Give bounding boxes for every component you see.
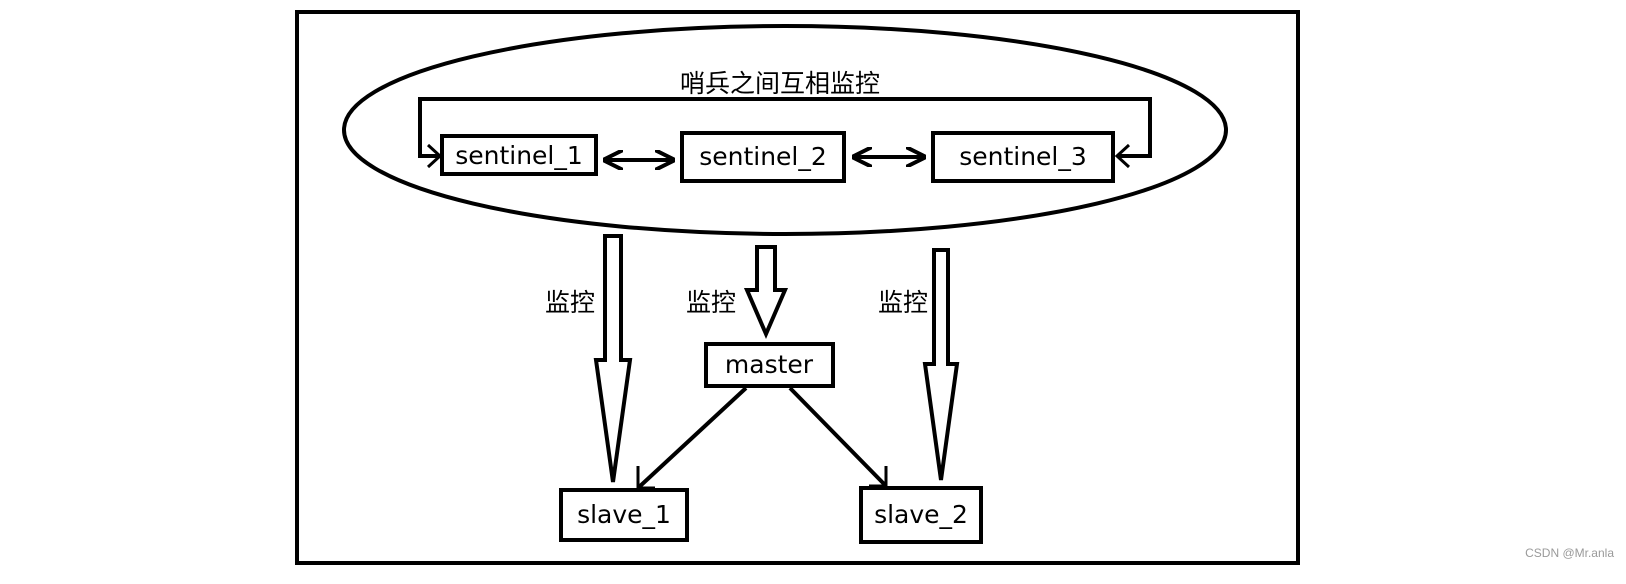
sentinel-1-box: [440, 134, 598, 176]
sentinel-2-box: [680, 131, 846, 183]
sentinel-3-box: [931, 131, 1115, 183]
master-box: [704, 342, 835, 388]
master-to-slave-1-line: [636, 386, 748, 490]
sentinel-loop-connector: [418, 97, 1152, 158]
csdn-watermark: CSDN @Mr.anla: [1525, 546, 1614, 560]
monitor-label-left: 监控: [545, 288, 595, 317]
slave-1-box: [559, 488, 689, 542]
slave-2-box: [859, 486, 983, 544]
monitor-arrow-right: [922, 248, 960, 481]
outer-frame: [295, 10, 1300, 565]
sentinel-group-label: 哨兵之间互相监控: [680, 69, 880, 98]
master-label: master: [725, 350, 814, 379]
monitor-label-right: 监控: [878, 288, 928, 317]
master-to-slave-2-line: [788, 386, 888, 488]
sentinel-2-label: sentinel_2: [699, 142, 827, 171]
monitor-arrow-left: [593, 234, 633, 483]
sentinel-group-ellipse: [342, 24, 1228, 236]
slave-1-label: slave_1: [577, 500, 671, 529]
sentinel-3-label: sentinel_3: [959, 142, 1087, 171]
monitor-label-middle: 监控: [686, 288, 736, 317]
sentinel-loop-arrowhead-right: [1114, 143, 1131, 169]
slave-2-label: slave_2: [874, 500, 968, 529]
monitor-arrow-middle: [743, 245, 789, 340]
sentinel-1-label: sentinel_1: [455, 141, 583, 170]
